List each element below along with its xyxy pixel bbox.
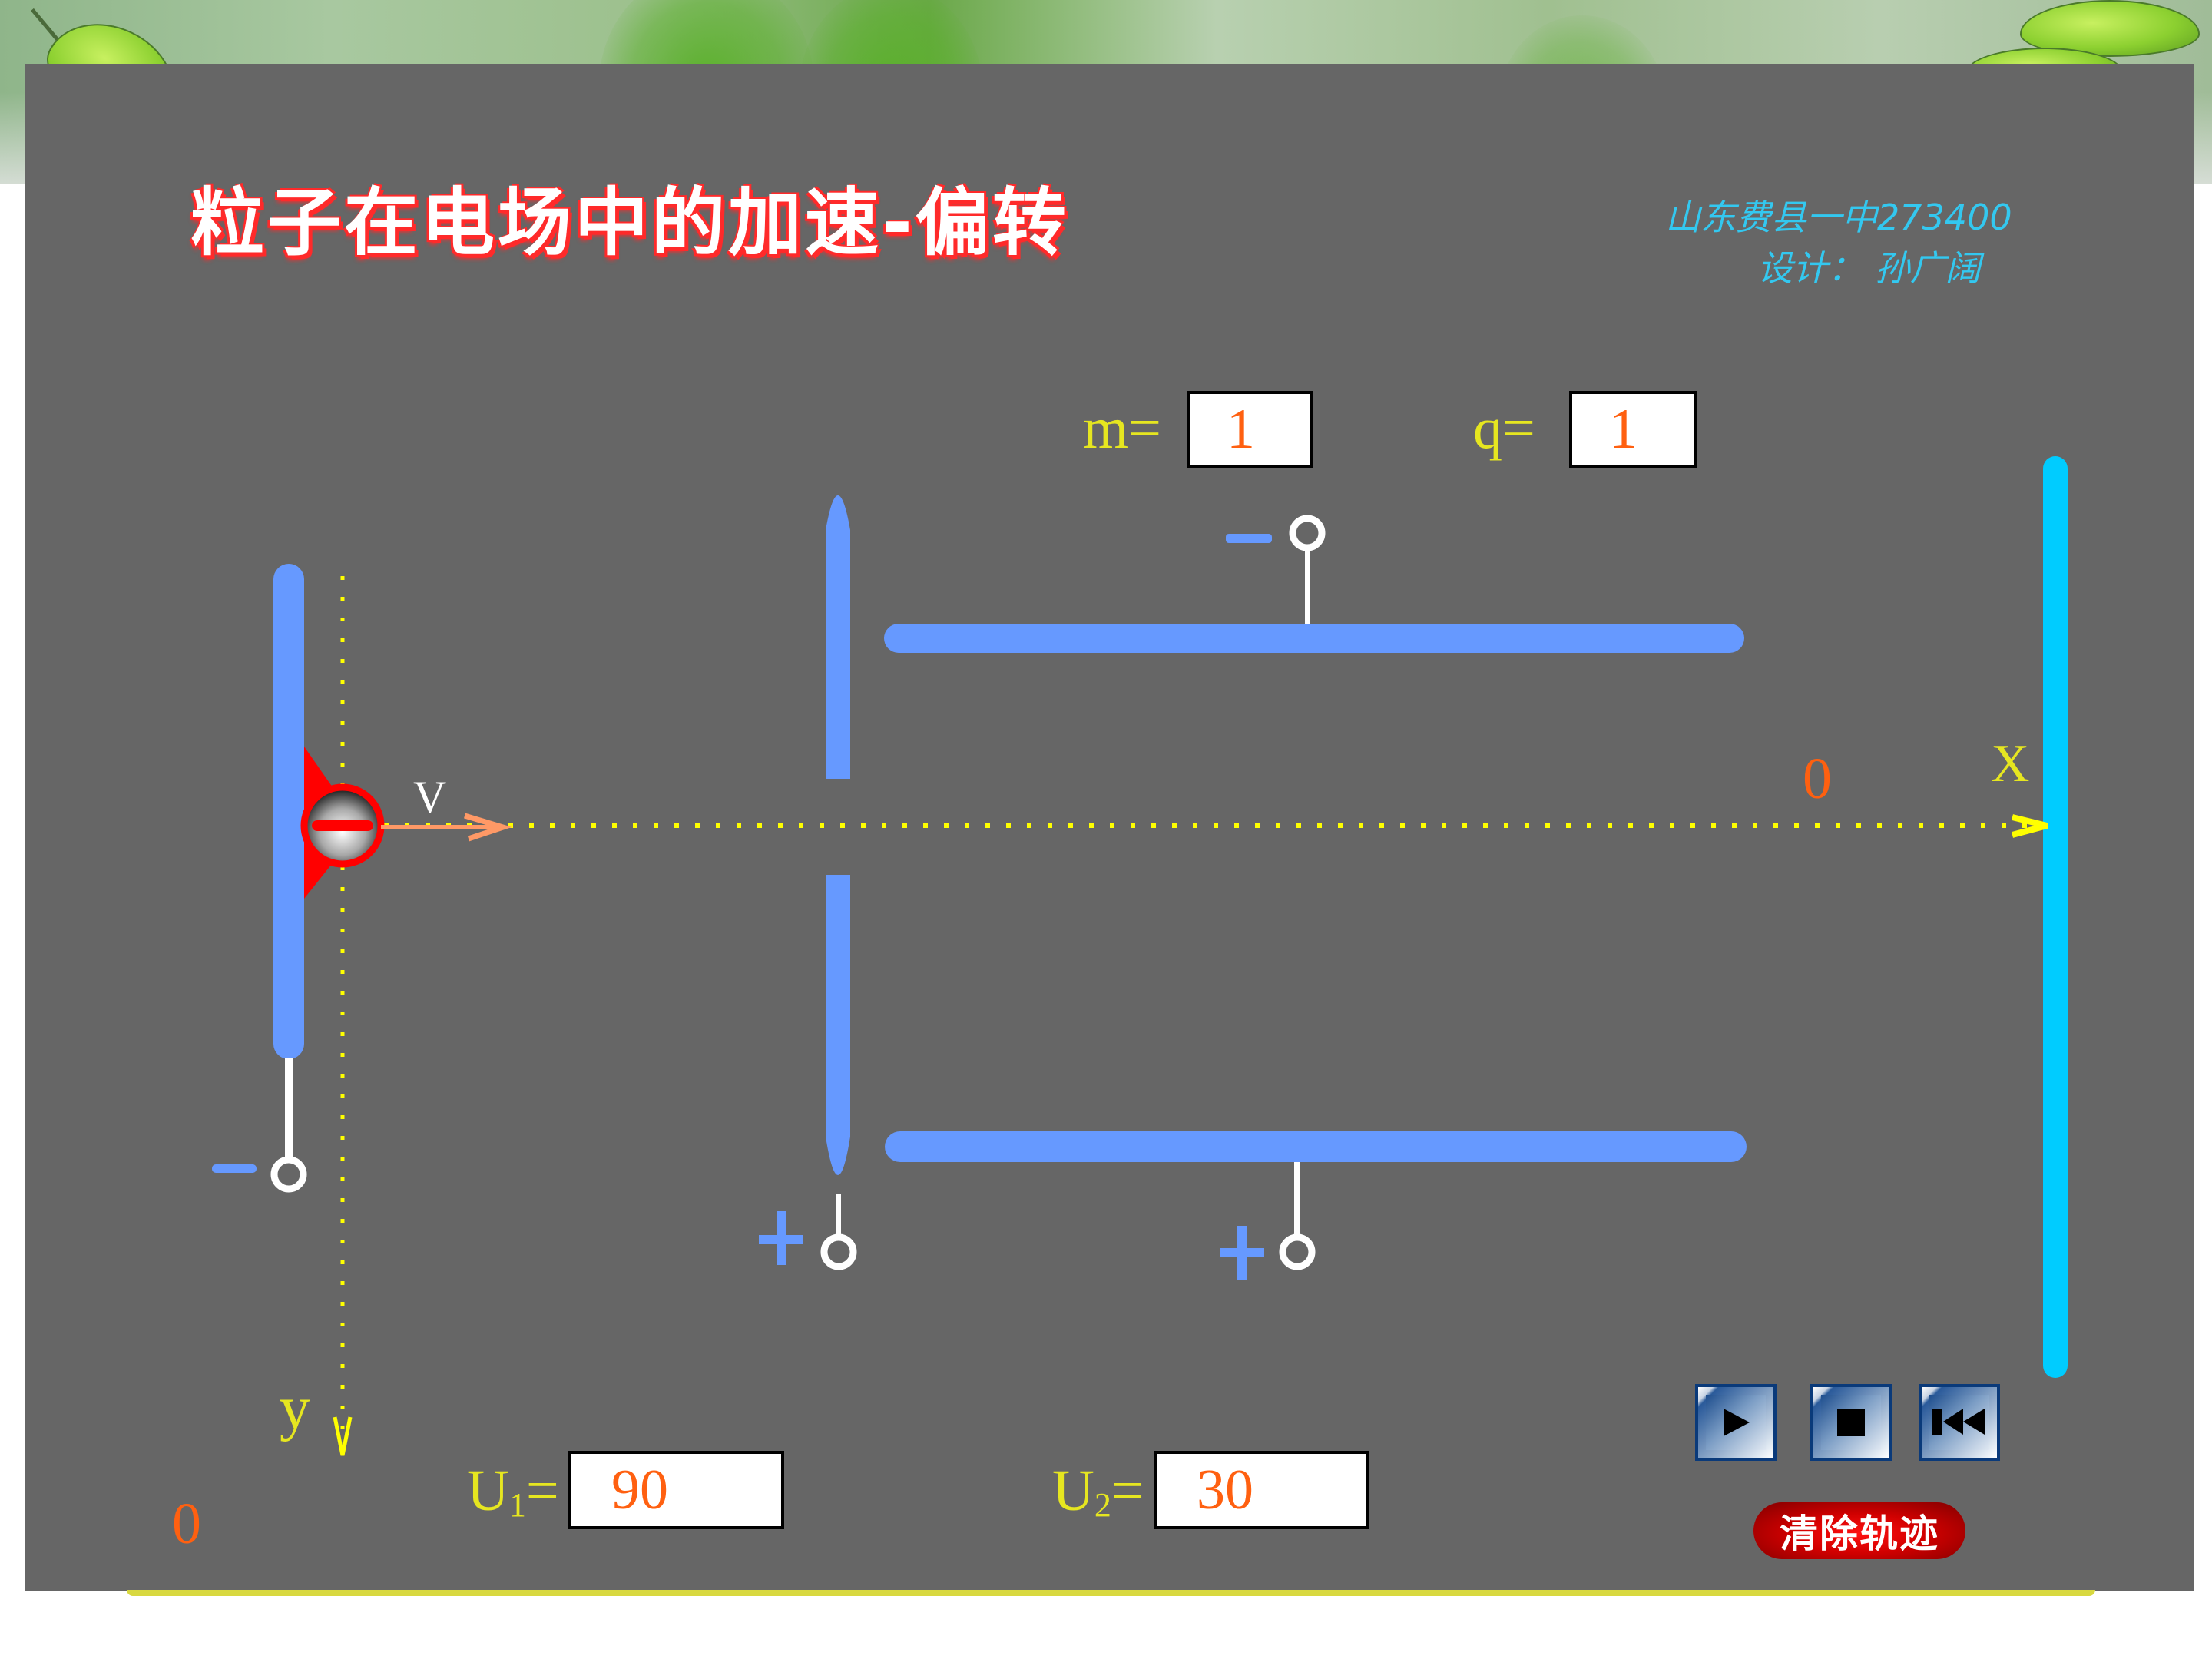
credit-designer: 设计： 孙广阔 <box>1757 247 1981 289</box>
accel-left-minus-icon <box>212 1164 257 1173</box>
accel-right-terminal <box>820 1233 857 1270</box>
accelerating-plate-right-lower <box>826 875 850 1175</box>
u1-equals: = <box>525 1459 559 1523</box>
u2-input[interactable]: 30 <box>1154 1451 1369 1529</box>
accel-right-plus-icon-v <box>777 1211 786 1265</box>
stop-button[interactable] <box>1810 1384 1892 1461</box>
x-axis-arrow-icon <box>2011 814 2048 838</box>
stop-button-face <box>1821 1395 1881 1450</box>
u1-symbol: U <box>467 1459 509 1523</box>
deflect-top-terminal <box>1289 515 1326 551</box>
y-axis-arrow-icon <box>333 1416 353 1456</box>
deflecting-plate-bottom <box>885 1131 1747 1162</box>
clear-trajectory-button[interactable]: 清除轨迹 <box>1753 1502 1965 1559</box>
velocity-label: V <box>413 772 447 823</box>
panel-bottom-accent <box>127 1590 2095 1596</box>
mass-label: m= <box>1083 396 1161 461</box>
y-readout: 0 <box>172 1492 201 1556</box>
u2-symbol: U <box>1052 1459 1094 1523</box>
accelerating-plate-right-upper <box>826 495 850 779</box>
page-title: 粒子在电场中的加速-偏转 <box>190 180 1069 266</box>
play-button[interactable] <box>1695 1384 1777 1461</box>
u1-input[interactable]: 90 <box>568 1451 784 1529</box>
deflect-bottom-terminal <box>1279 1233 1316 1270</box>
charge-label: q= <box>1473 396 1535 461</box>
deflecting-plate-top <box>884 624 1744 653</box>
x-readout: 0 <box>1803 747 1832 811</box>
velocity-arrow-icon <box>463 813 512 842</box>
author-credit: 山东费县一中273400 设计： 孙广阔 <box>1665 192 2095 293</box>
rewind-button-face <box>1929 1395 1989 1450</box>
u2-label: U2= <box>1052 1462 1144 1522</box>
u1-subscript: 1 <box>508 1486 526 1524</box>
mass-input[interactable]: 1 <box>1187 391 1313 468</box>
play-button-face <box>1706 1395 1766 1450</box>
play-icon <box>1724 1409 1750 1436</box>
x-axis-label: X <box>1991 734 2030 793</box>
fluorescent-screen <box>2043 456 2068 1378</box>
charge-input[interactable]: 1 <box>1569 391 1697 468</box>
u2-equals: = <box>1111 1459 1144 1523</box>
deflect-bottom-plus-icon-v <box>1237 1226 1247 1280</box>
particle-charge-mark <box>312 820 373 831</box>
u1-label: U1= <box>467 1462 559 1522</box>
accel-right-wire <box>836 1194 841 1240</box>
deflect-top-wire <box>1305 545 1310 624</box>
accel-left-wire <box>285 1058 293 1162</box>
credit-school: 山东费县一中273400 <box>1665 197 2012 238</box>
u2-subscript: 2 <box>1094 1486 1111 1524</box>
accelerating-plate-left <box>273 564 304 1059</box>
rewind-button[interactable] <box>1919 1384 2000 1461</box>
y-axis-label: y <box>280 1375 310 1442</box>
stop-icon <box>1837 1409 1865 1436</box>
rewind-to-start-icon <box>1932 1409 1985 1435</box>
accel-left-terminal <box>270 1156 307 1193</box>
deflect-bottom-wire <box>1294 1162 1300 1239</box>
deflect-top-minus-icon <box>1226 534 1272 543</box>
